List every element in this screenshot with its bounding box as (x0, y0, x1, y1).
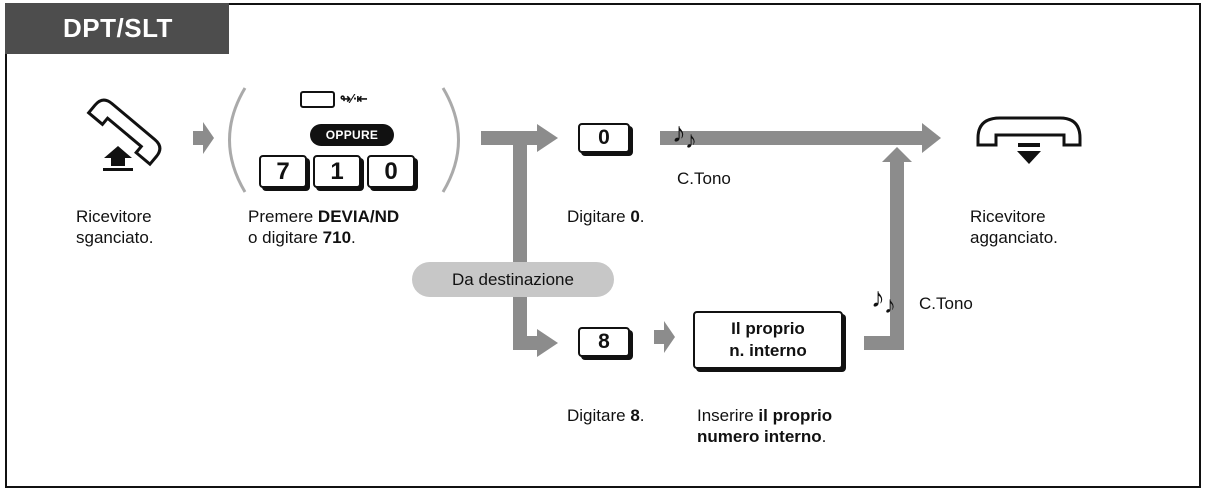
key-7: 7 (259, 155, 307, 188)
caption-extension: Inserire il proprio numero interno. (697, 406, 833, 446)
extension-box-line2: n. interno (729, 341, 807, 360)
small-arrow-2 (654, 321, 675, 353)
music-note-icon-bottom: ♪ (871, 282, 885, 313)
arrow-to-onhook (922, 123, 941, 153)
handset-on-hook-icon (976, 116, 1082, 164)
caption-dial-zero: Digitare 0. (567, 207, 645, 226)
extension-box-line1: Il proprio (731, 319, 805, 338)
key-eight: 8 (578, 327, 630, 357)
caption-on-hook: Ricevitore agganciato. (970, 207, 1058, 247)
key-1: 1 (313, 155, 361, 188)
small-arrow-1 (193, 122, 214, 154)
return-vertical (890, 160, 904, 350)
handset-off-hook-icon (86, 98, 162, 167)
up-arrow-icon (104, 146, 132, 166)
key-zero: 0 (578, 123, 630, 153)
right-parenthesis (441, 87, 460, 193)
confirmation-tone-label-bottom: C.Tono (919, 294, 973, 313)
key-0-code: 0 (367, 155, 415, 188)
oppure-badge: OPPURE (310, 124, 394, 146)
arrow-up-join (882, 147, 912, 162)
caption-press: Premere DEVIA/ND o digitare 710. (248, 207, 400, 247)
arrow-to-zero (537, 124, 558, 152)
header-tab: DPT/SLT (5, 3, 229, 54)
arrow-to-eight (537, 329, 558, 357)
left-parenthesis (228, 87, 247, 193)
tone-line-top (660, 131, 925, 145)
caption-dial-eight: Digitare 8. (567, 406, 645, 425)
from-destination-badge: Da destinazione (412, 262, 614, 297)
extension-box: Il proprio n. interno (693, 311, 843, 369)
music-note-icon-top: ♪ (672, 117, 686, 148)
fwd-dnd-key-icon (300, 91, 335, 108)
confirmation-tone-label-top: C.Tono (677, 169, 731, 188)
music-note-icon-top-2: ♪ (685, 127, 697, 154)
caption-off-hook: Ricevitore sganciato. (76, 207, 154, 247)
fwd-dnd-symbol: ↬⁄∙⇤ (340, 91, 368, 106)
music-note-icon-bottom-2: ♪ (884, 292, 896, 319)
branch-vertical (513, 138, 527, 350)
